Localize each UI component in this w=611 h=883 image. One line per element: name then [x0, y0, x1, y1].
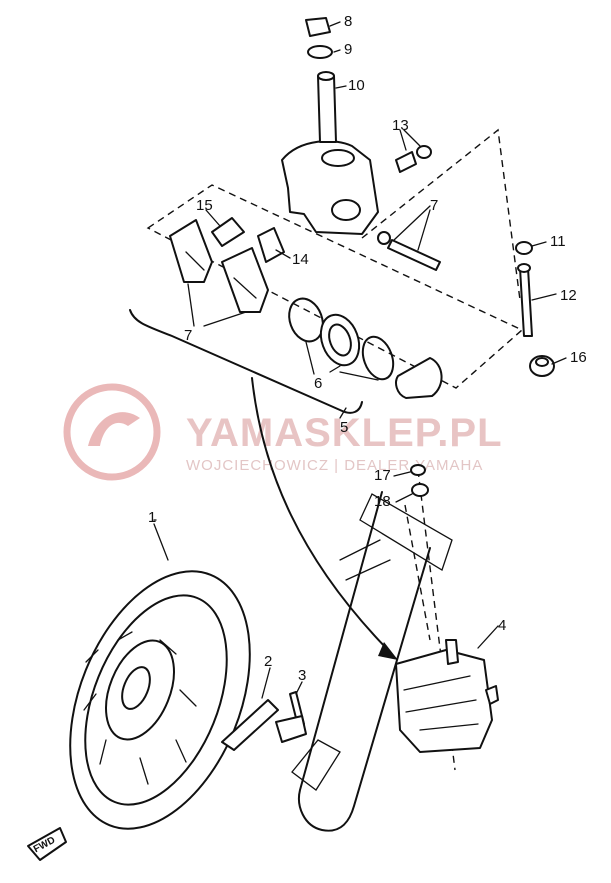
- bushing: [317, 71, 337, 143]
- fork-hatch-2: [345, 559, 391, 581]
- callout-13: 13: [392, 117, 409, 134]
- caliper-pin: [377, 231, 441, 271]
- forward-arrow-tag: FWD: [27, 827, 67, 861]
- caliper-bore-top: [321, 149, 355, 167]
- caliper-piston-bore: [331, 199, 361, 221]
- fork-bracket: [359, 493, 453, 571]
- callout-7-lower: 7: [184, 327, 192, 344]
- callout-6: 6: [314, 375, 322, 392]
- bleed-screw: [395, 145, 432, 173]
- seal-ring-1: [288, 297, 324, 343]
- fork-leg-outline: [298, 491, 431, 832]
- callout-9: 9: [344, 41, 352, 58]
- cap: [305, 17, 331, 37]
- fork-bottom-detail: [291, 739, 341, 791]
- callout-12: 12: [560, 287, 577, 304]
- lower-caliper: [395, 639, 499, 753]
- callout-2: 2: [264, 653, 272, 670]
- disc-hub: [105, 639, 175, 741]
- callout-7-upper: 7: [430, 197, 438, 214]
- caliper-bleeder: [445, 639, 459, 665]
- piston-seals: [288, 297, 443, 399]
- caliper-body: [395, 649, 493, 753]
- pad-right: [221, 247, 269, 313]
- seal-ring-3: [361, 335, 395, 381]
- washer-17: [410, 464, 426, 476]
- caliper-fins: [403, 675, 479, 731]
- assembly-outlines: [146, 128, 524, 771]
- callout-1: 1: [148, 509, 156, 526]
- assembly-arrow: [251, 377, 391, 653]
- watermark-subtitle: WOJCIECHOWICZ | DEALER YAMAHA: [186, 457, 483, 474]
- pad-shim: [257, 227, 285, 263]
- watermark: YAMASKLEP.PL WOJCIECHOWICZ | DEALER YAMA…: [63, 383, 503, 481]
- brake-disc: [69, 570, 251, 830]
- disc-vents: [83, 631, 197, 785]
- callout-15: 15: [196, 197, 213, 214]
- callout-17: 17: [374, 467, 391, 484]
- group-5-bracket: [129, 309, 363, 414]
- watermark-logo-ring: [63, 383, 161, 481]
- assembly-arrow-head: [378, 642, 398, 660]
- watermark-logo-icon: [88, 412, 140, 446]
- brake-pads: [169, 219, 269, 313]
- pad-left: [169, 219, 213, 283]
- lock-washer: [221, 699, 279, 751]
- disc-inner-ring: [84, 594, 228, 806]
- bolt-axis-line-2: [404, 504, 431, 641]
- disc-bolt: [275, 691, 307, 743]
- caliper-housing: [281, 140, 379, 235]
- fork-leg: [291, 491, 453, 832]
- callout-3: 3: [298, 667, 306, 684]
- callout-11: 11: [550, 233, 566, 250]
- leader-lines: [153, 21, 567, 699]
- bolt-axis-line: [417, 469, 456, 771]
- washer: [307, 45, 333, 59]
- slide-pin-bolt: [517, 263, 533, 337]
- dust-boot: [529, 355, 555, 377]
- callout-4: 4: [498, 617, 506, 634]
- pad-right-face: [233, 277, 257, 299]
- callout-18: 18: [374, 493, 391, 510]
- watermark-title: YAMASKLEP.PL: [186, 411, 503, 455]
- caliper-piston: [395, 357, 443, 399]
- upper-caliper: [281, 140, 379, 235]
- caliper-nipple: [485, 685, 499, 705]
- pad-spring: [211, 217, 245, 247]
- callout-8: 8: [344, 13, 352, 30]
- callout-5: 5: [340, 419, 348, 436]
- nut: [515, 241, 533, 255]
- fwd-arrow-shape: [27, 827, 67, 861]
- caliper-outline: [361, 128, 521, 301]
- pad-left-face: [185, 251, 205, 271]
- callout-16: 16: [570, 349, 587, 366]
- callout-14: 14: [292, 251, 309, 268]
- callout-labels: 1 2 3 4 5 6 7 7 8 9 10 11 12 13 14 15 16…: [148, 13, 587, 684]
- disc-center-hole: [121, 666, 151, 710]
- disc-outer: [69, 570, 251, 830]
- fork-hatch-1: [339, 539, 381, 561]
- callout-10: 10: [348, 77, 365, 94]
- washer-18: [411, 483, 429, 497]
- pad-kit-outline: [146, 184, 524, 389]
